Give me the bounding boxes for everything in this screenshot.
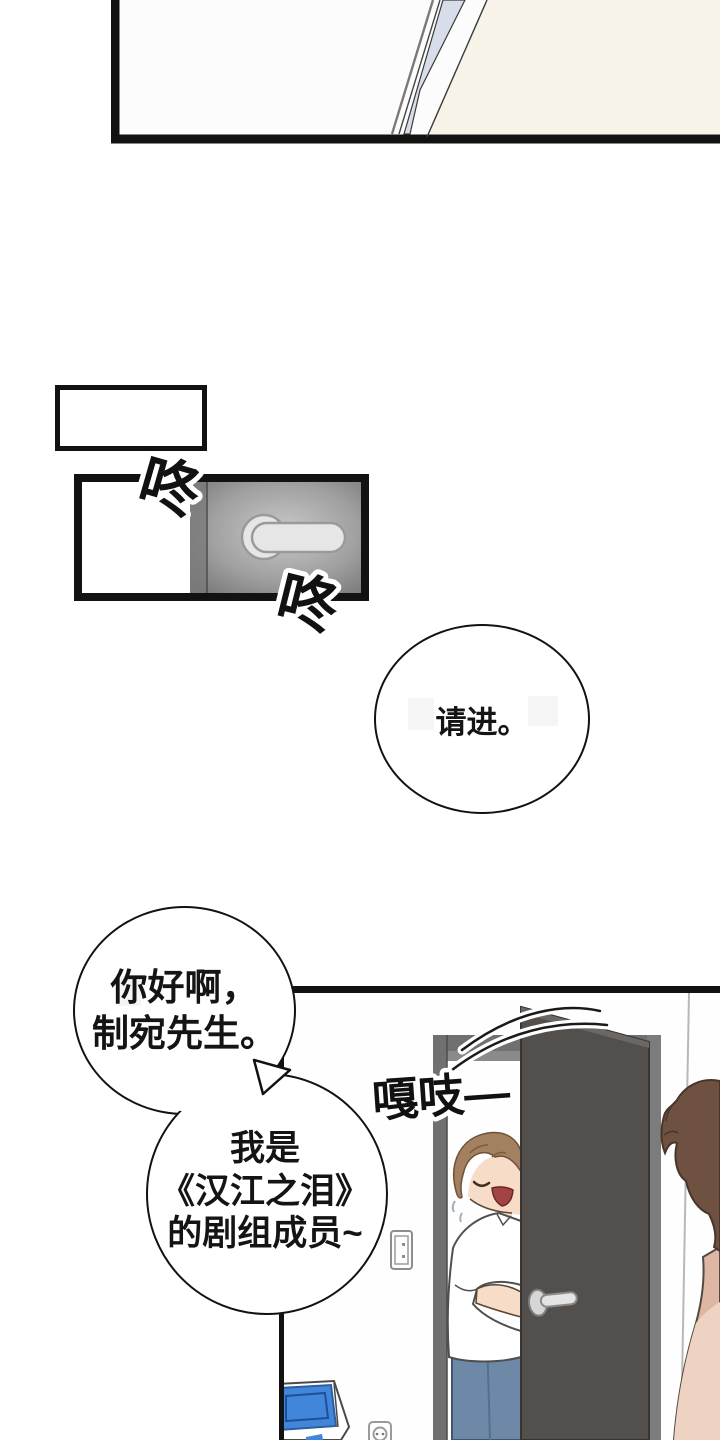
greeting-text: 你好啊， 制宛先生。 bbox=[92, 965, 277, 1057]
foreground-person bbox=[660, 1079, 720, 1440]
wall-cream-area bbox=[427, 0, 720, 134]
intro-text-wrap: 我是 《汉江之泪》 的剧组成员~ bbox=[146, 1073, 384, 1311]
speech-bubble-intro bbox=[146, 1073, 388, 1315]
sfx-knock-2-wrap: 咚 bbox=[265, 559, 350, 649]
intro-line-3: 的剧组成员~ bbox=[167, 1214, 363, 1254]
watermark-artifact bbox=[528, 696, 558, 726]
box-fold-line bbox=[333, 1382, 339, 1428]
closed-eye bbox=[472, 1180, 491, 1187]
door-closeup-edge bbox=[190, 482, 206, 593]
room-door bbox=[520, 1005, 650, 1440]
come-in-text: 请进。 bbox=[435, 704, 529, 740]
bubble-tail-shape bbox=[252, 1058, 292, 1096]
bubble-tail bbox=[252, 1058, 292, 1096]
fg-neck-light bbox=[674, 1302, 720, 1440]
door-frame-left-post bbox=[433, 1035, 447, 1440]
sleeve-hem bbox=[454, 1284, 478, 1292]
greeting-line-1: 你好啊， bbox=[110, 966, 259, 1008]
peeking-person-hair bbox=[453, 1131, 524, 1199]
watermark-artifact bbox=[408, 698, 434, 730]
switch-rocker bbox=[394, 1235, 409, 1265]
door-frame-right-post bbox=[647, 1035, 661, 1440]
door-handle-lever bbox=[250, 521, 347, 554]
shirt-collar bbox=[496, 1213, 512, 1227]
speech-bubble-greeting-fill: 你好啊， 制宛先生。 bbox=[77, 910, 292, 1111]
box-front-inset bbox=[285, 1391, 330, 1423]
intro-line-1: 我是 bbox=[229, 1128, 300, 1168]
light-switch bbox=[390, 1230, 413, 1270]
curtain-wedge bbox=[403, 0, 466, 135]
sfx-creak: 嘎吱— bbox=[370, 1065, 511, 1126]
sfx-knock-2: 咚 bbox=[270, 564, 345, 644]
panel-top bbox=[111, 0, 720, 144]
wall-diagonal-line bbox=[426, 0, 488, 138]
outlet-hole bbox=[381, 1432, 385, 1436]
power-outlet bbox=[368, 1421, 392, 1440]
motion-lines bbox=[447, 1003, 612, 1075]
speech-bubble-come-in: 请进。 bbox=[374, 624, 590, 814]
fg-hair-detail bbox=[663, 1099, 679, 1136]
whoosh-line bbox=[460, 1006, 602, 1052]
intro-line-2: 《汉江之泪》 bbox=[159, 1171, 370, 1211]
peeking-person bbox=[446, 1131, 524, 1440]
wall-diagonal-line bbox=[398, 0, 441, 135]
sweat-drops bbox=[451, 1200, 463, 1223]
box-bottom-sliver bbox=[306, 1434, 323, 1440]
wall-corner-line bbox=[680, 993, 690, 1440]
outlet-socket bbox=[372, 1426, 388, 1440]
peeking-person-shirt bbox=[446, 1211, 522, 1363]
room-door-handle bbox=[527, 1288, 578, 1317]
switch-dot bbox=[402, 1243, 405, 1246]
jaw-line bbox=[469, 1198, 513, 1214]
switch-dot bbox=[402, 1255, 405, 1258]
open-mouth bbox=[491, 1186, 514, 1207]
greeting-line-2: 制宛先生。 bbox=[92, 1012, 277, 1054]
sfx-knock-1-wrap: 咚 bbox=[127, 442, 214, 533]
panel-door-closeup bbox=[74, 474, 369, 601]
blue-box bbox=[284, 1379, 351, 1440]
switch-plate bbox=[390, 1230, 413, 1270]
room-door-panel bbox=[520, 1005, 650, 1440]
hair-strands bbox=[469, 1144, 507, 1158]
watermark-artifact bbox=[117, 976, 141, 1006]
handle-lever bbox=[539, 1291, 578, 1308]
whoosh-line bbox=[450, 1022, 609, 1072]
outlet-hole bbox=[375, 1432, 379, 1436]
wall-diagonal-line bbox=[390, 0, 435, 135]
sfx-knock-1: 咚 bbox=[132, 447, 209, 528]
intro-text: 我是 《汉江之泪》 的剧组成员~ bbox=[160, 1128, 370, 1256]
knock-inset-small bbox=[55, 385, 207, 451]
